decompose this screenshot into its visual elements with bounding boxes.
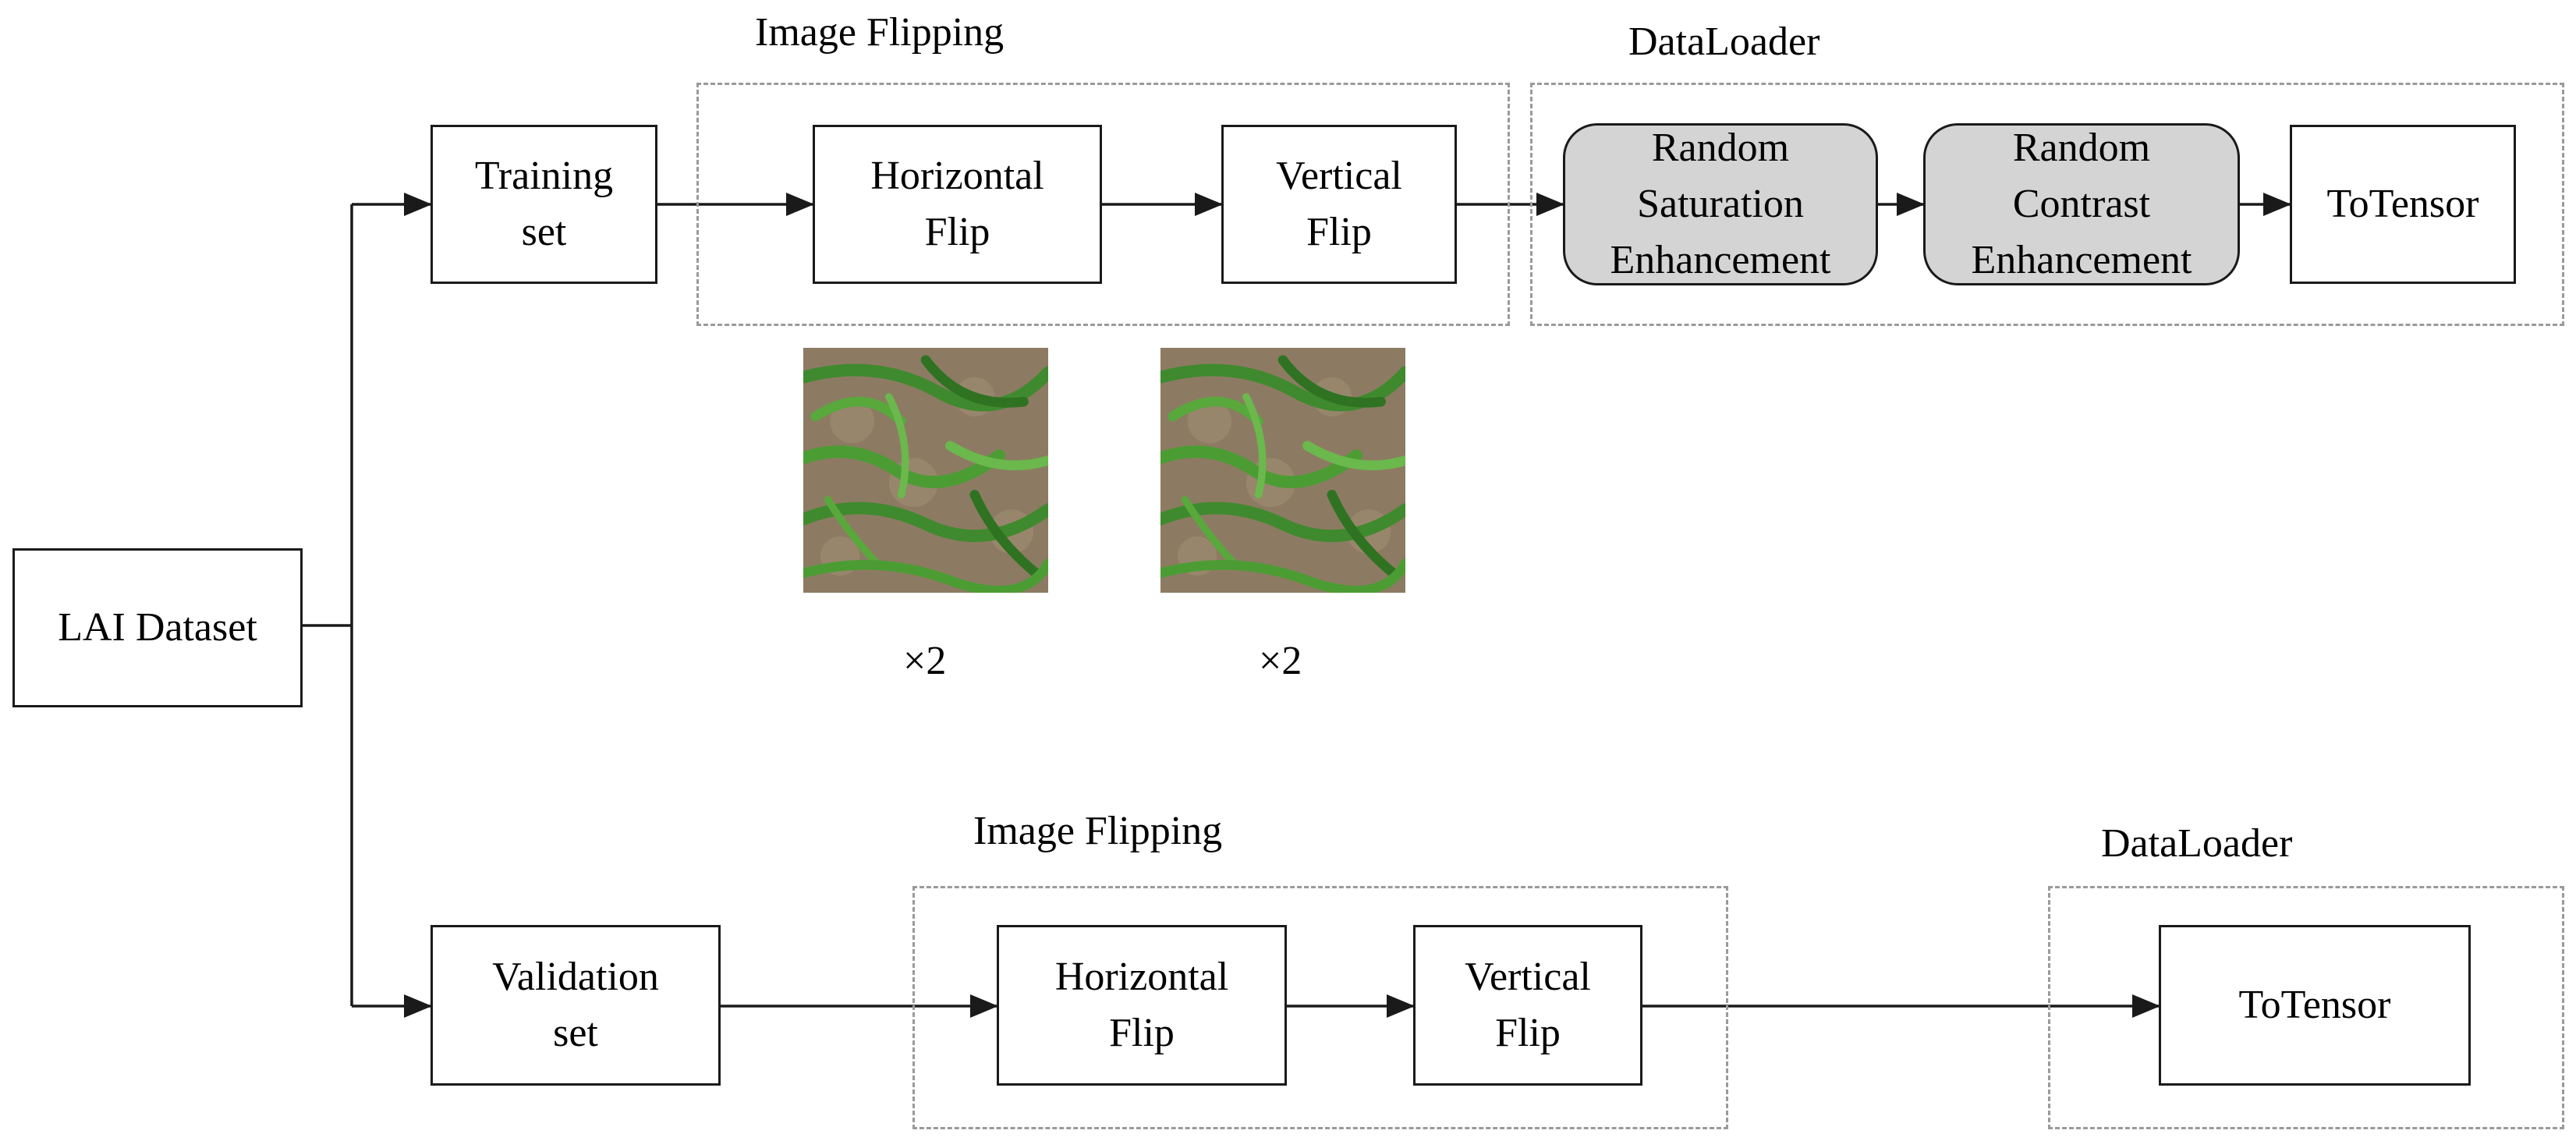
node-random-saturation-enhancement: Random Saturation Enhancement <box>1563 123 1878 285</box>
crop-image-thumbnail-2 <box>1160 348 1405 593</box>
node-horizontal-flip-validation: Horizontal Flip <box>997 925 1287 1086</box>
group-title-dataloader-training: DataLoader <box>1628 19 1820 64</box>
node-validation-set-line-2: set <box>553 1011 598 1055</box>
node-totensor-validation-label: ToTensor <box>2238 983 2391 1027</box>
node-vertical-flip-training: Vertical Flip <box>1221 125 1457 284</box>
node-horizontal-flip-validation-line-2: Flip <box>1109 1011 1175 1055</box>
node-random-saturation-line-2: Saturation <box>1637 182 1804 226</box>
group-title-image-flipping-validation: Image Flipping <box>973 809 1223 853</box>
group-dataloader-validation <box>2048 886 2564 1129</box>
node-training-set-line-2: set <box>521 210 567 254</box>
node-vertical-flip-validation-line-2: Flip <box>1495 1011 1561 1055</box>
group-image-flipping-validation <box>912 886 1728 1129</box>
node-lai-dataset-label: LAI Dataset <box>58 605 257 650</box>
node-horizontal-flip-validation-line-1: Horizontal <box>1054 955 1229 999</box>
node-random-saturation-line-3: Enhancement <box>1610 238 1831 282</box>
node-random-contrast-line-1: Random <box>2012 126 2151 170</box>
node-vertical-flip-training-line-2: Flip <box>1306 210 1372 254</box>
group-title-dataloader-validation: DataLoader <box>2101 821 2293 866</box>
node-random-saturation-line-1: Random <box>1651 126 1790 170</box>
node-totensor-training: ToTensor <box>2290 125 2516 284</box>
node-training-set: Training set <box>431 125 657 284</box>
node-horizontal-flip-training-line-2: Flip <box>924 210 990 254</box>
node-horizontal-flip-training: Horizontal Flip <box>813 125 1102 284</box>
node-random-contrast-line-3: Enhancement <box>1971 238 2192 282</box>
node-totensor-validation: ToTensor <box>2159 925 2471 1086</box>
node-totensor-training-label: ToTensor <box>2326 182 2479 226</box>
node-random-contrast-enhancement: Random Contrast Enhancement <box>1923 123 2240 285</box>
group-dataloader-training <box>1530 83 2564 326</box>
node-horizontal-flip-training-line-1: Horizontal <box>870 154 1044 198</box>
node-random-contrast-line-2: Contrast <box>2012 182 2151 226</box>
node-vertical-flip-validation-line-1: Vertical <box>1465 955 1591 999</box>
node-lai-dataset: LAI Dataset <box>12 548 303 707</box>
node-validation-set-line-1: Validation <box>492 955 659 999</box>
group-image-flipping-training <box>696 83 1510 326</box>
crop-image-thumbnail-1 <box>803 348 1048 593</box>
multiplier-label-2: ×2 <box>1259 639 1302 683</box>
node-vertical-flip-validation: Vertical Flip <box>1413 925 1642 1086</box>
group-title-image-flipping-training: Image Flipping <box>755 10 1005 55</box>
node-training-set-line-1: Training <box>474 154 614 198</box>
node-validation-set: Validation set <box>431 925 721 1086</box>
node-vertical-flip-training-line-1: Vertical <box>1276 154 1402 198</box>
multiplier-label-1: ×2 <box>903 639 947 683</box>
